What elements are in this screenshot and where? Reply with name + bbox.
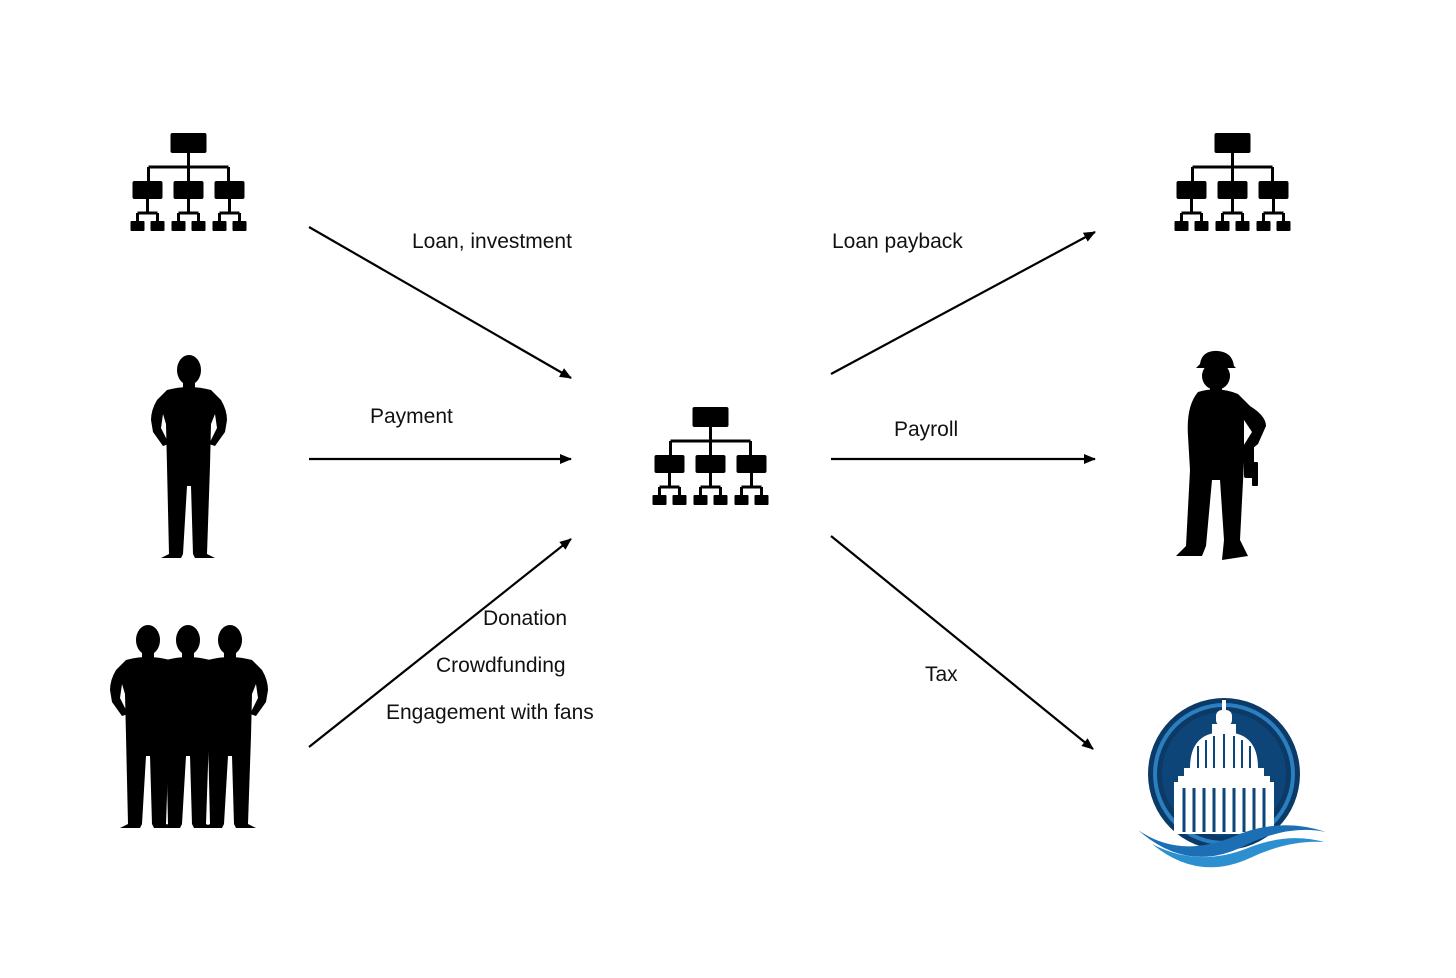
arrow-fan-support xyxy=(308,538,572,748)
worker-hardhat-icon xyxy=(1176,350,1266,560)
lender-company-org-chart-icon xyxy=(130,133,247,233)
label-payment: Payment xyxy=(370,405,453,428)
arrow-tax xyxy=(830,535,1094,750)
label-loan-payback: Loan payback xyxy=(832,230,963,253)
government-capitol-seal-icon xyxy=(1138,698,1328,868)
label-engagement-with-fans: Engagement with fans xyxy=(386,701,594,724)
arrow-loan-investment xyxy=(308,226,572,379)
business-org-chart-icon xyxy=(652,407,769,507)
label-loan-investment: Loan, investment xyxy=(412,230,572,253)
customer-person-silhouette-icon xyxy=(151,355,227,558)
creditor-company-org-chart-icon xyxy=(1174,133,1291,233)
label-tax: Tax xyxy=(925,663,958,686)
label-crowdfunding: Crowdfunding xyxy=(436,654,566,677)
label-donation: Donation xyxy=(483,607,568,630)
fans-group-silhouette-icon xyxy=(110,625,268,828)
arrow-loan-payback xyxy=(830,231,1096,375)
label-payroll: Payroll xyxy=(894,418,959,441)
